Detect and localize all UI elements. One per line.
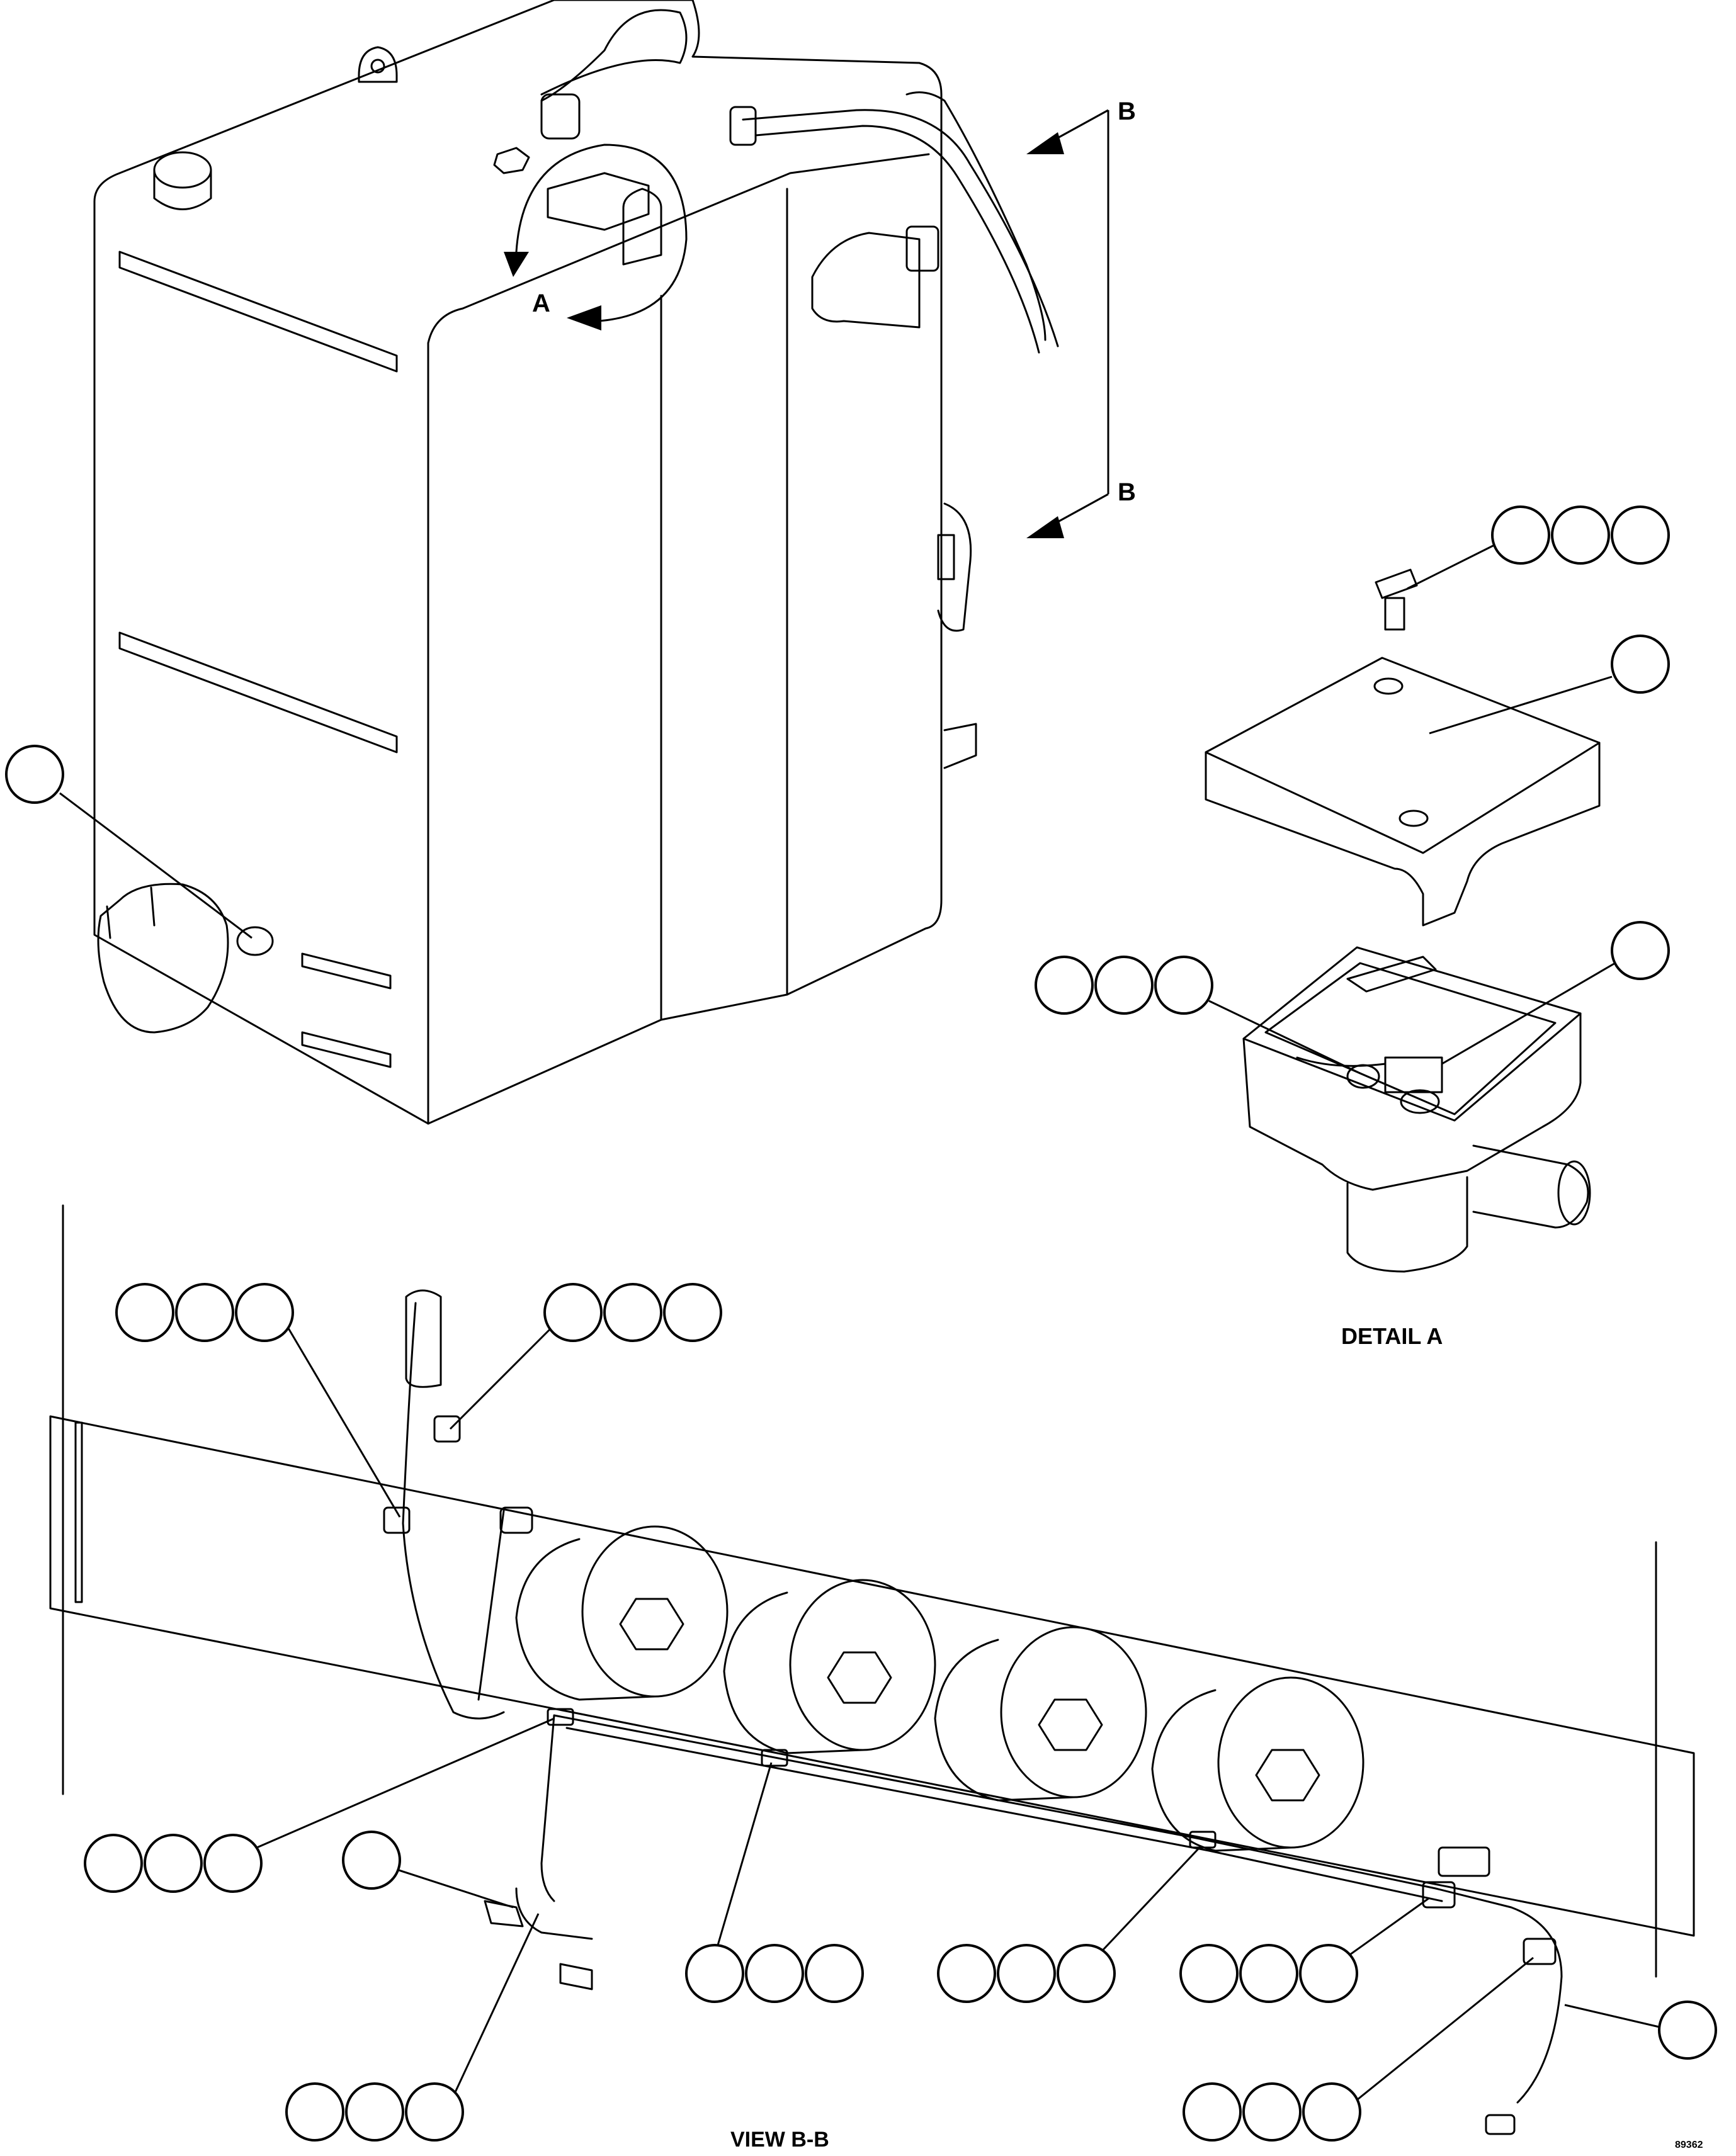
detail-a-caption: DETAIL A bbox=[1341, 1323, 1443, 1349]
callout-view-top-left bbox=[115, 1283, 401, 1518]
roller-2 bbox=[723, 1579, 936, 1754]
detail-a-arrow-label: A bbox=[532, 290, 550, 317]
roller-3 bbox=[934, 1626, 1147, 1802]
callout-detail-switch bbox=[1441, 921, 1670, 1065]
view-bb-assembly bbox=[49, 1204, 1695, 2135]
roller-1 bbox=[515, 1525, 729, 1701]
figure-id: 89362 bbox=[1675, 2140, 1703, 2150]
callout-view-bottom-right-a bbox=[1179, 1897, 1430, 2003]
callout-detail-cover bbox=[1429, 635, 1670, 735]
callout-view-bottom-center-a bbox=[685, 1762, 864, 2003]
callout-view-bottom-left bbox=[285, 1913, 540, 2142]
fuel-tank bbox=[93, 0, 1059, 1125]
detail-a-assembly bbox=[1205, 568, 1601, 1273]
roller-4 bbox=[1151, 1676, 1364, 1852]
callout-view-top-right bbox=[449, 1283, 722, 1430]
callout-detail-bolt bbox=[1407, 505, 1670, 590]
callout-view-right-single bbox=[1564, 2001, 1717, 2060]
view-bb-caption: VIEW B-B bbox=[730, 2128, 829, 2152]
callout-detail-base bbox=[1035, 956, 1361, 1075]
callout-view-mid-left bbox=[84, 1717, 555, 1893]
callout-view-single bbox=[342, 1831, 514, 1909]
section-b-arrows bbox=[1026, 109, 1109, 538]
section-b-bottom-label: B bbox=[1118, 478, 1136, 506]
callout-view-bottom-right-b bbox=[1183, 1956, 1534, 2142]
callout-view-bottom-center-b bbox=[937, 1846, 1201, 2003]
section-b-top-label: B bbox=[1118, 98, 1136, 125]
callout-tank-left bbox=[5, 745, 252, 939]
